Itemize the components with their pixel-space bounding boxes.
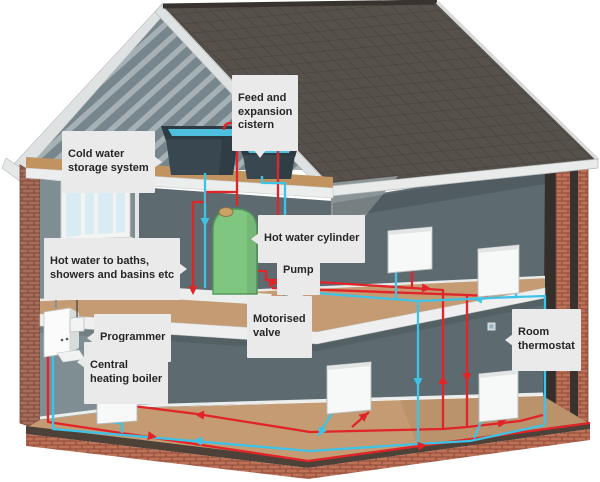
label-text: Cold water storage system xyxy=(68,147,149,174)
ridge-cap xyxy=(162,0,438,9)
label-hot-water-cylinder: Hot water cylinder xyxy=(251,215,366,264)
label-text: Room thermostat xyxy=(518,325,575,352)
radiator xyxy=(387,226,433,274)
label-motorised-valve: Motorised valve xyxy=(247,289,312,358)
callout-tail xyxy=(287,289,300,297)
cold-water-tank xyxy=(161,126,243,175)
label-text: Hot water to baths, showers and basins e… xyxy=(50,254,175,281)
label-text: Programmer xyxy=(100,330,166,343)
label-cold-water-storage: Cold water storage system xyxy=(62,131,162,193)
callout-tail xyxy=(251,233,259,246)
label-feed-expansion-cistern: Feed and expansion cistern xyxy=(232,75,299,158)
window xyxy=(57,177,137,249)
label-text: Motorised valve xyxy=(253,312,306,339)
label-text: Feed and expansion cistern xyxy=(238,91,293,132)
room-thermostat-unit xyxy=(486,321,497,332)
hot-water-cylinder xyxy=(212,207,258,295)
callout-tail xyxy=(505,334,513,346)
callout-tail xyxy=(87,332,95,345)
radiator xyxy=(478,369,519,423)
foundation-edge xyxy=(26,422,590,468)
eave-shadow xyxy=(333,168,545,219)
programmer-unit xyxy=(69,298,85,333)
radiator xyxy=(477,244,520,298)
label-central-heating-boiler: Central heating boiler xyxy=(77,342,169,404)
foundation-bricks xyxy=(26,429,590,479)
roof-tiles xyxy=(162,0,600,188)
roof-verge xyxy=(435,0,600,162)
callout-tail xyxy=(77,356,85,368)
radiator xyxy=(326,361,372,415)
cylinder-platform xyxy=(171,288,272,305)
callout-tail xyxy=(254,149,266,158)
callout-tail xyxy=(153,156,162,168)
label-text: Hot water cylinder xyxy=(264,231,360,244)
cylinder-cap xyxy=(218,207,234,217)
callout-tail xyxy=(179,263,188,275)
label-text: Central heating boiler xyxy=(90,358,163,385)
drainpipe xyxy=(570,162,578,426)
boiler-return-pipe xyxy=(51,356,546,453)
label-pump: Pump xyxy=(277,247,320,303)
brick-pillar-right xyxy=(555,160,589,429)
label-room-thermostat: Room thermostat xyxy=(505,309,581,371)
label-hot-water-to-baths: Hot water to baths, showers and basins e… xyxy=(44,238,188,300)
label-text: Pump xyxy=(283,263,314,276)
